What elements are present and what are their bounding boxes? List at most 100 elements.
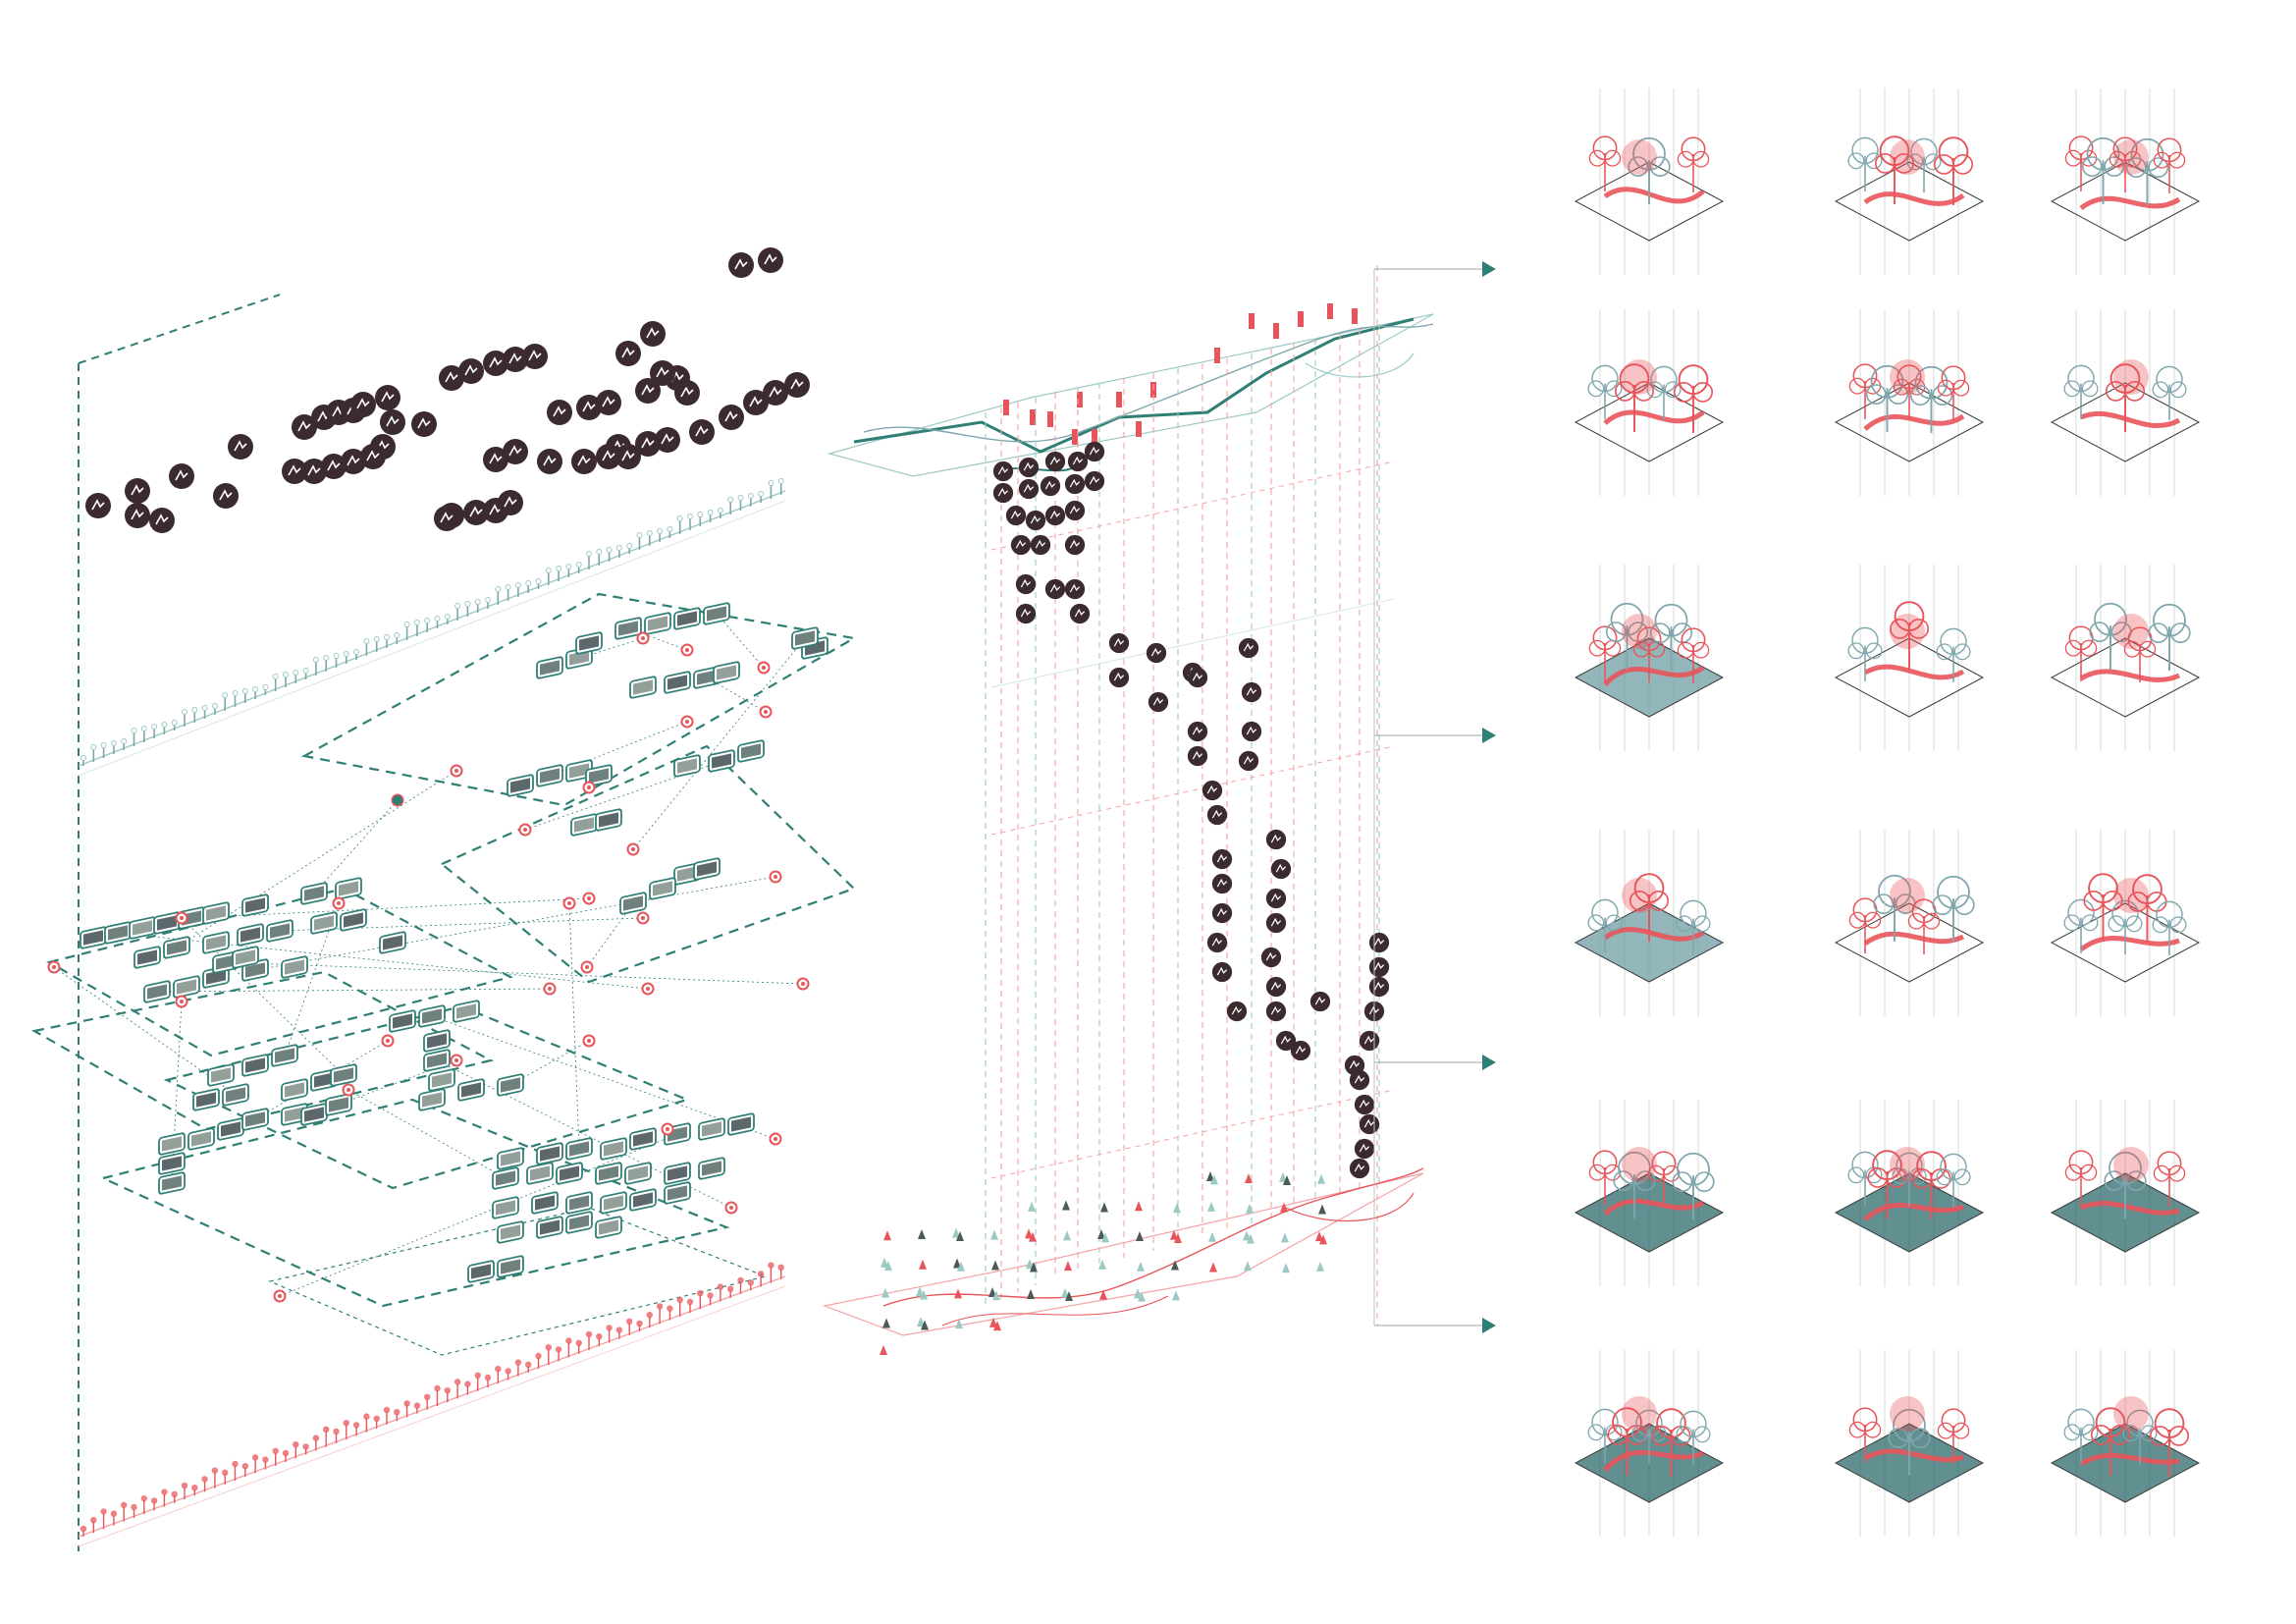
red-tree-icon <box>1677 136 1710 193</box>
photo-thumbnail <box>187 1127 215 1151</box>
node-marker <box>680 715 694 729</box>
activity-icon <box>1015 603 1037 624</box>
photo-thumbnail <box>536 1216 563 1239</box>
photo-thumbnail <box>624 1162 652 1185</box>
frame-top-line <box>78 294 281 364</box>
node-marker <box>273 1289 287 1303</box>
photo-thumbnail <box>497 1255 524 1278</box>
red-tree-icon <box>1588 135 1622 192</box>
activity-icon <box>1241 721 1262 742</box>
node-marker <box>796 977 810 991</box>
photo-thumbnail <box>536 764 563 787</box>
photo-thumbnail <box>619 892 647 915</box>
photo-thumbnail <box>232 946 259 969</box>
photo-thumbnail <box>673 754 701 778</box>
activity-icon <box>124 477 151 505</box>
photo-thumbnail <box>271 1044 298 1067</box>
activity-icon <box>1146 642 1167 664</box>
node-marker <box>47 960 61 974</box>
node-marker <box>769 870 782 884</box>
activity-icon <box>1148 691 1169 713</box>
activity-icon <box>1206 804 1228 826</box>
activity-icon <box>1265 976 1287 998</box>
photo-thumbnail <box>664 1181 691 1205</box>
node-marker <box>636 631 650 645</box>
photo-thumbnail <box>379 931 406 954</box>
activity-icon <box>1015 573 1037 595</box>
blue-tree-icon <box>2152 900 2187 956</box>
activity-icon <box>595 389 622 416</box>
activity-icon <box>1069 603 1091 624</box>
blue-tree-icon <box>1587 364 1623 420</box>
arrow-right-icon <box>1374 1055 1496 1070</box>
photo-thumbnail <box>457 1078 485 1102</box>
photo-thumbnail <box>163 936 190 959</box>
plane-center <box>163 1004 691 1190</box>
node-marker <box>582 781 596 794</box>
photo-thumbnail <box>129 916 156 940</box>
blue-tree-icon <box>2148 603 2191 672</box>
activity-icon <box>84 492 112 519</box>
activity-icon <box>536 448 563 475</box>
photo-thumbnail <box>693 857 721 881</box>
activity-icon <box>1044 451 1066 472</box>
node-marker <box>450 764 463 778</box>
photo-thumbnail <box>202 931 230 954</box>
photo-thumbnail <box>492 1196 519 1219</box>
activity-icon <box>1108 667 1130 688</box>
vignette-r2-c3 <box>2050 309 2201 496</box>
activity-icon <box>1265 1001 1287 1022</box>
activity-icon <box>374 384 401 411</box>
photo-thumbnail <box>80 926 107 949</box>
activity-icon <box>1241 681 1262 703</box>
photo-thumbnail <box>143 980 171 1003</box>
photo-thumbnail <box>698 1157 725 1180</box>
activity-icon <box>433 505 460 532</box>
activity-icon-sequence <box>992 441 1390 1179</box>
location-marker <box>1327 303 1333 319</box>
activity-icon <box>1238 637 1259 659</box>
location-marker <box>1249 313 1255 329</box>
photo-thumbnail <box>698 1117 725 1141</box>
vignette-r6-c1 <box>1574 1350 1725 1537</box>
location-marker <box>1298 311 1304 327</box>
photo-thumbnail <box>300 882 328 905</box>
arrow-right-icon <box>1374 261 1496 277</box>
photo-thumbnail <box>266 919 294 943</box>
location-marker <box>1116 392 1122 407</box>
activity-icon <box>359 443 387 470</box>
photo-thumbnail <box>629 1188 657 1212</box>
node-marker <box>724 1201 738 1215</box>
node-marker <box>661 1122 674 1136</box>
activity-icon <box>1044 505 1066 526</box>
location-marker <box>1072 429 1078 445</box>
activity-icon <box>497 489 524 516</box>
photo-thumbnail <box>614 617 642 640</box>
photo-thumbnail <box>281 955 308 979</box>
vignette-r3-c1 <box>1574 565 1725 751</box>
activity-icon <box>1040 475 1061 497</box>
vignette-r6-c2 <box>1834 1350 1985 1537</box>
plane-left-2 <box>30 970 495 1131</box>
vignette-r5-c3 <box>2050 1100 2201 1286</box>
top-map-layer <box>827 303 1434 477</box>
vignette-r5-c2 <box>1834 1100 1985 1286</box>
activity-icon <box>1030 534 1051 556</box>
vignette-r4-c3 <box>2050 830 2201 1016</box>
activity-icon <box>727 251 755 279</box>
vignette-r3-c3 <box>2050 565 2201 751</box>
photo-thumbnail <box>629 676 657 699</box>
location-marker <box>1092 429 1097 445</box>
activity-icon <box>688 418 716 446</box>
photo-thumbnail <box>565 1211 593 1234</box>
activity-icon <box>1265 912 1287 934</box>
left-layered-analysis <box>30 246 858 1551</box>
photo-thumbnail <box>241 1054 269 1077</box>
activity-icon <box>654 426 681 454</box>
activity-icon <box>1349 1069 1370 1091</box>
photo-thumbnail <box>192 1088 220 1111</box>
activity-icon <box>227 433 254 460</box>
plane-lower <box>99 1098 730 1308</box>
activity-icon <box>1005 505 1027 526</box>
